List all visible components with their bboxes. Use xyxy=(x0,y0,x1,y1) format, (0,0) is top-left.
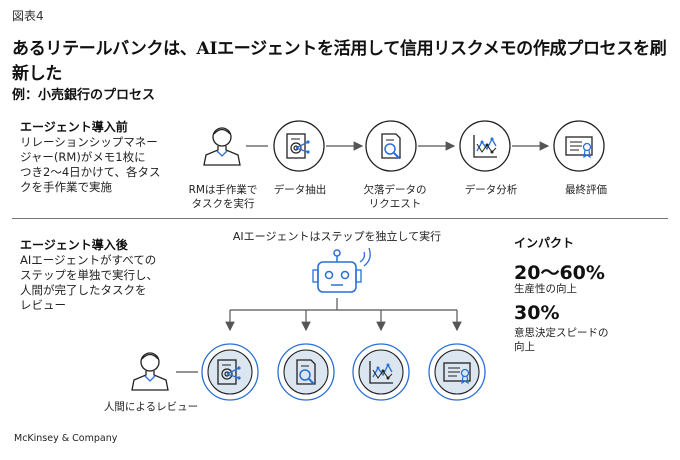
step-label-line: RMは手作業で xyxy=(188,184,258,196)
after-desc-line: AIエージェントがすべての xyxy=(20,253,157,267)
step-label-line: データ分析 xyxy=(464,184,518,196)
impact-value-speed: 30% xyxy=(514,302,560,324)
before-step-circle xyxy=(459,120,511,172)
before-step-circle xyxy=(365,120,417,172)
step-label-line: リクエスト xyxy=(368,198,422,210)
before-heading: エージェント導入前 xyxy=(20,120,128,134)
subtitle: 例：小売銀行のプロセス xyxy=(12,88,156,103)
agent-caption: AIエージェントはステップを独立して実行 xyxy=(232,230,442,243)
page-title: あるリテールバンクは、AIエージェントを活用して信用リスクメモの作成プロセスを刷… xyxy=(12,39,667,84)
impact-label-line: 意思決定スピードの xyxy=(514,327,609,339)
impact-label-line: 向上 xyxy=(514,341,535,353)
figure-label: 図表4 xyxy=(12,9,44,23)
after-desc-line: ステップを単独で実行し、 xyxy=(20,268,158,282)
certificate-icon xyxy=(565,136,593,158)
reviewer-label: 人間によるレビュー xyxy=(103,401,199,413)
before-desc-line: つき2〜4日かけて、各タス xyxy=(20,165,161,179)
after-heading: エージェント導入後 xyxy=(20,238,128,252)
after-step-circle xyxy=(277,343,335,401)
step-label-line: タスクを実行 xyxy=(191,198,255,210)
step-label-line: データ抽出 xyxy=(273,184,327,196)
robot-agent-icon xyxy=(312,247,371,293)
impact-heading: インパクト xyxy=(514,236,575,250)
before-step-label-request: 欠落データの リクエスト xyxy=(350,183,440,211)
before-desc-line: ジャー(RM)がメモ1枚に xyxy=(20,150,146,164)
before-step-circle xyxy=(553,120,605,172)
impact-label-productivity: 生産性の向上 xyxy=(514,283,577,295)
line-chart-icon xyxy=(473,134,498,158)
person-icon xyxy=(203,127,241,166)
footer-brand: McKinsey & Company xyxy=(14,433,118,444)
after-description: AIエージェントがすべての ステップを単独で実行し、 人間が完了したタスクを レ… xyxy=(20,253,158,313)
step-label-line: 最終評価 xyxy=(565,184,607,196)
reviewer-person-icon xyxy=(131,352,169,391)
before-description: リレーションシップマネー ジャー(RM)がメモ1枚に つき2〜4日かけて、各タス… xyxy=(20,135,161,195)
step-label-line: 欠落データの xyxy=(363,184,427,196)
document-search-icon xyxy=(381,133,401,159)
after-desc-line: レビュー xyxy=(20,298,66,312)
before-step-label-final: 最終評価 xyxy=(541,183,631,197)
before-step-circle xyxy=(273,120,325,172)
before-step-label-extract: データ抽出 xyxy=(260,183,340,197)
before-desc-line: リレーションシップマネー xyxy=(20,135,158,149)
before-step-label-analysis: データ分析 xyxy=(446,183,536,197)
after-desc-line: 人間が完了したタスクを xyxy=(20,283,147,297)
before-desc-line: クを手作業で実施 xyxy=(20,180,112,194)
impact-label-speed: 意思決定スピードの 向上 xyxy=(514,326,609,354)
before-step-label-rm: RMは手作業で タスクを実行 xyxy=(178,183,268,211)
impact-value-productivity: 20〜60% xyxy=(514,262,605,284)
section-divider xyxy=(12,218,668,219)
document-target-icon xyxy=(286,133,311,159)
